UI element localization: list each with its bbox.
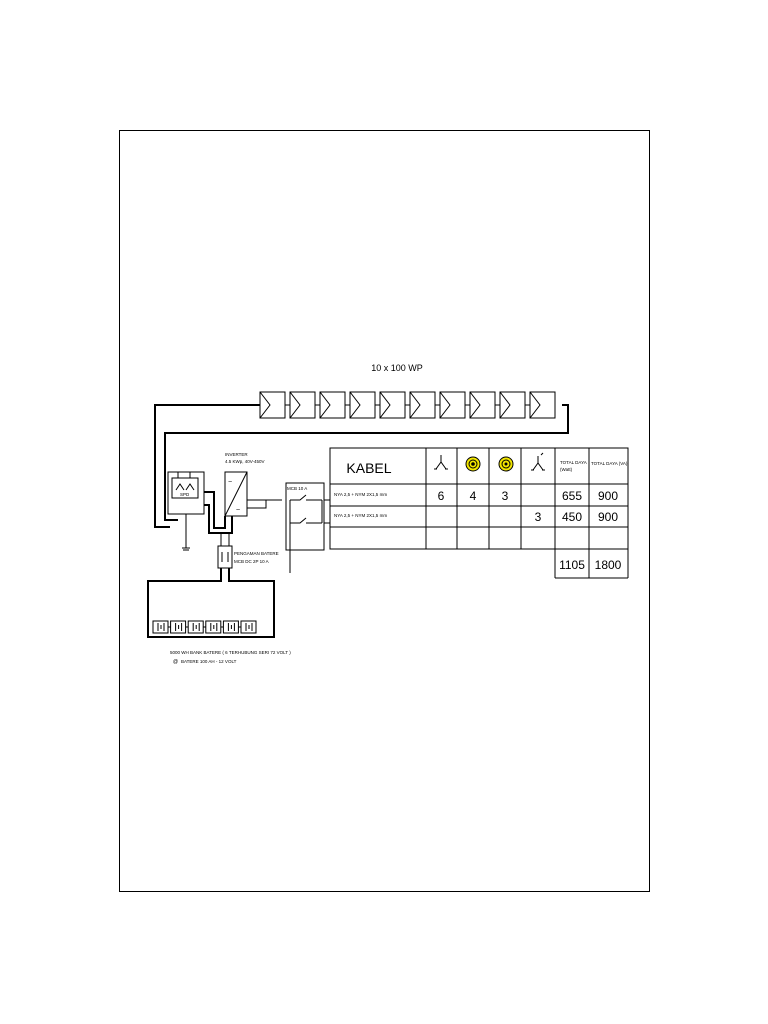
battery-protection-label-1: PENGAMAN BATERE [234,551,279,556]
mcb-10a: MCB 10 A [285,482,330,573]
solar-panel [439,391,470,419]
battery-cell [205,620,224,634]
total-va-header: TOTAL DAYA (VA) [591,461,628,466]
battery-cell [222,620,241,634]
mcb-label: MCB 10 A [287,486,307,491]
solar-panel [259,391,290,419]
total-watt-header-1: TOTAL DAYA [560,460,587,465]
battery-bank [152,620,257,634]
spd-box: SPD [167,471,205,551]
spd-label: SPD [180,492,190,497]
battery-cell [240,620,257,634]
lamp-icon [434,455,448,470]
battery-marker: @ [173,659,178,665]
solar-panel [499,391,530,419]
row1-c3: 3 [502,489,509,503]
battery-cell [170,620,189,634]
battery-protection: PENGAMAN BATERE MCB DC 2P 10 A [147,533,279,638]
row1-va: 900 [598,489,618,503]
solar-panel [529,391,556,419]
battery-bank-label-1: 5000 WH BANK BATERE ( 6 TERHUBUNG SERI 7… [170,650,291,655]
row1-watt: 655 [562,489,582,503]
solar-panel [349,391,380,419]
svg-text:−: − [228,479,232,486]
total-watt-header-2: (Watt) [560,467,573,472]
row1-c2: 4 [470,489,477,503]
pv-wiring [154,404,569,528]
row1-c1: 6 [438,489,445,503]
row2-watt: 450 [562,510,582,524]
battery-cell [187,620,206,634]
solar-panel [409,391,440,419]
kabel-header: KABEL [346,460,391,476]
load-table: KABEL TOTAL DAYA (Watt) TOTAL DAYA (VA) … [329,447,629,579]
wall-lamp-icon [531,452,545,471]
ceiling-lamp-icon [498,456,514,472]
solar-panel [289,391,320,419]
row2-c4: 3 [535,510,542,524]
row2-kabel: NYA 2,5 + NYM 2X1,5 mm [334,513,387,518]
inverter-label-2: 4.5 KWp, 40V-450V [225,459,265,464]
battery-protection-label-2: MCB DC 2P 10 A [234,559,269,564]
battery-bank-label-2: BATERE 100 AH - 12 VOLT [181,659,237,664]
solar-panel [379,391,410,419]
battery-cell [152,620,171,634]
row1-kabel: NYA 2,5 + NYM 2X1,5 mm [334,492,387,497]
array-label: 10 x 100 WP [371,363,423,373]
solar-panel [319,391,350,419]
row2-va: 900 [598,510,618,524]
total-va: 1800 [595,558,622,572]
solar-panel [469,391,500,419]
svg-text:~: ~ [236,507,240,514]
inverter: INVERTER 4.5 KWp, 40V-450V − ~ [224,452,265,517]
inverter-label-1: INVERTER [225,452,248,457]
total-watt: 1105 [559,558,585,572]
solar-panel-array [259,391,556,419]
downlight-icon [465,456,481,472]
drawing-border [119,130,650,892]
